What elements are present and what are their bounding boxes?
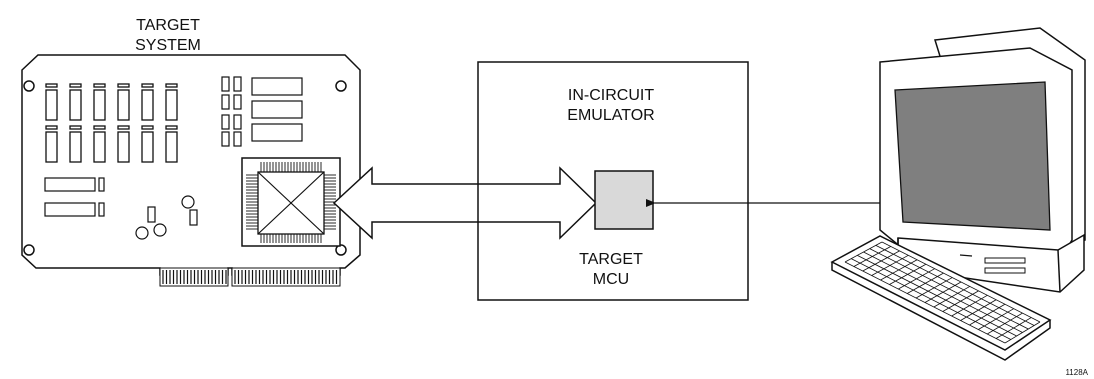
mount-hole-icon xyxy=(335,80,347,92)
resistor-packs xyxy=(44,177,198,240)
disk-drive-slot-icon xyxy=(984,267,1026,274)
target-system-board xyxy=(21,54,361,287)
ice-title-line1: IN-CIRCUIT xyxy=(568,87,654,104)
mount-hole-icon xyxy=(23,244,35,256)
target-system-title-line1: TARGET xyxy=(136,17,200,34)
host-computer xyxy=(830,27,1086,361)
processor-socket xyxy=(241,157,341,247)
ice-title-line2: EMULATOR xyxy=(567,107,654,124)
bus-double-arrow xyxy=(332,166,598,240)
memory-chips xyxy=(45,83,178,163)
connector-pins xyxy=(162,270,338,284)
figure-id: 1128A xyxy=(1065,368,1088,377)
mcu-label-line1: TARGET xyxy=(579,251,643,268)
mcu-label-line2: MCU xyxy=(593,271,629,288)
small-components xyxy=(221,76,303,147)
target-mcu-block xyxy=(594,170,654,230)
monitor-screen xyxy=(894,81,1051,231)
in-circuit-emulator-box xyxy=(477,61,749,301)
target-system-title-line2: SYSTEM xyxy=(135,37,201,54)
disk-drive-slot-icon xyxy=(984,257,1026,264)
mount-hole-icon xyxy=(23,80,35,92)
mount-hole-icon xyxy=(335,244,347,256)
